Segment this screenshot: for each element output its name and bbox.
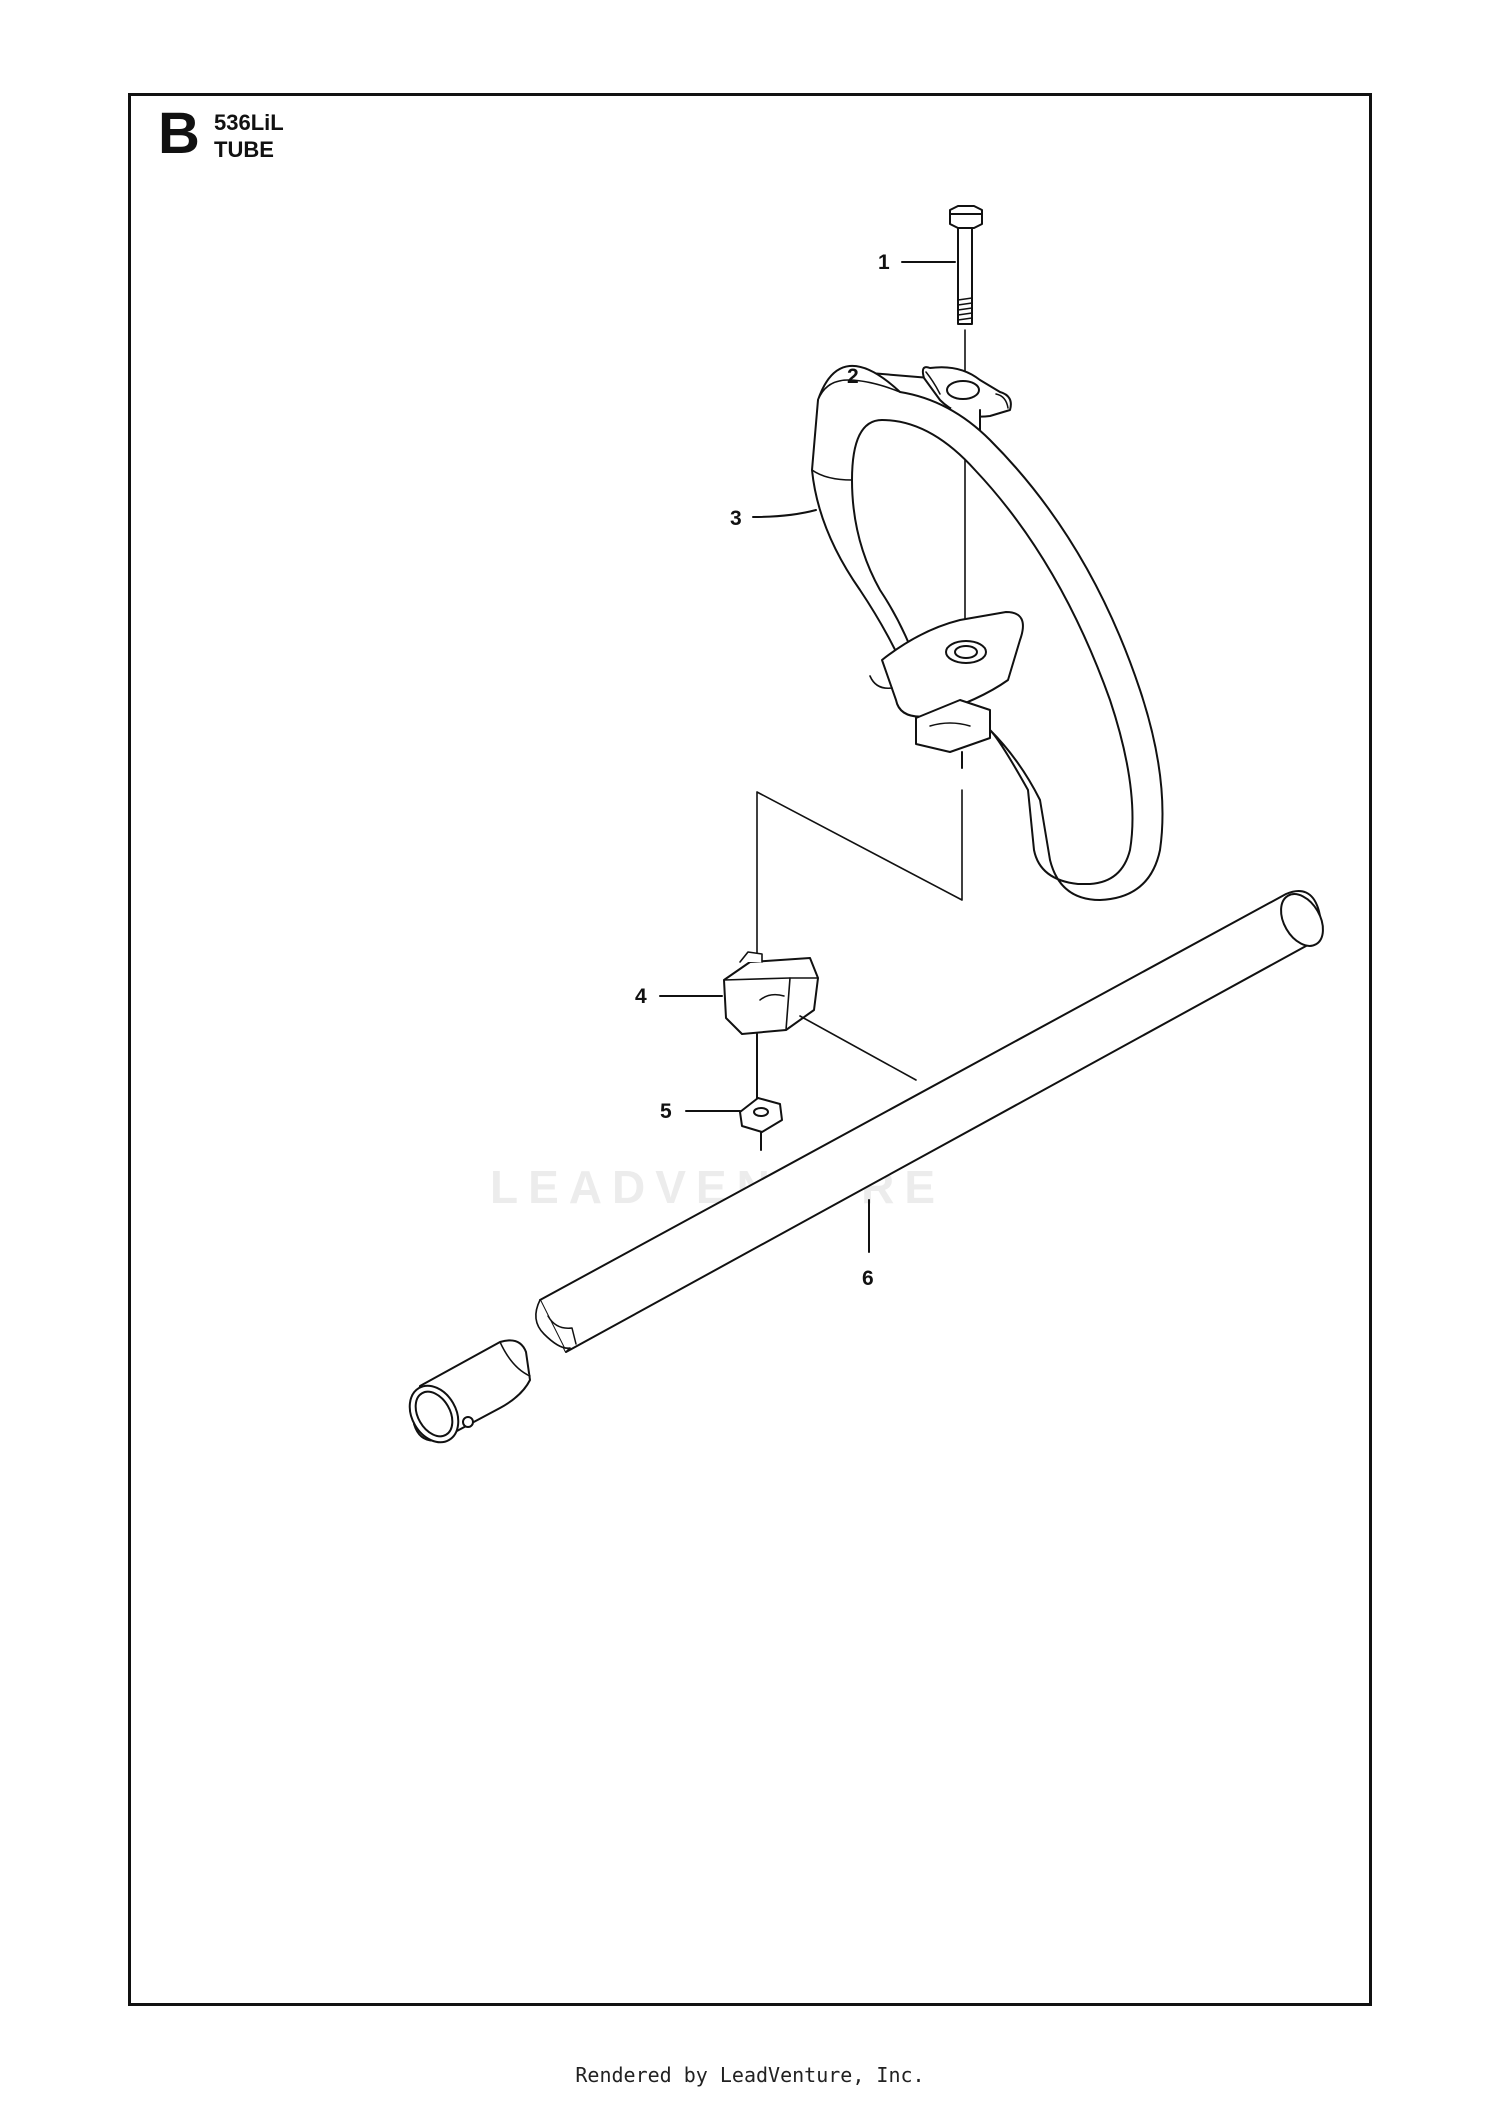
page-subtitle: TUBE: [214, 137, 274, 162]
square-nut-part: [739, 1097, 783, 1151]
bolt-part: [949, 205, 983, 325]
leader-line-3: [752, 509, 817, 518]
callout-6: 6: [862, 1267, 874, 1290]
callout-5: 5: [660, 1100, 672, 1123]
exploded-view-guide: [756, 789, 963, 961]
callout-3: 3: [730, 507, 742, 530]
leader-line-2: [869, 372, 931, 379]
callout-4: 4: [635, 985, 647, 1008]
footer-credit: Rendered by LeadVenture, Inc.: [575, 2063, 925, 2087]
clamp-block-part: [723, 951, 819, 1101]
drawing-frame: [128, 93, 1372, 2006]
callout-2: 2: [847, 365, 859, 388]
shaft-tube-part: [408, 890, 1324, 1444]
callout-1: 1: [878, 251, 890, 274]
exploded-view-guide-2: [799, 1015, 917, 1081]
loop-handle-part: [811, 365, 1164, 901]
model-code: 536LiL: [214, 110, 284, 135]
section-letter: B: [158, 101, 200, 166]
